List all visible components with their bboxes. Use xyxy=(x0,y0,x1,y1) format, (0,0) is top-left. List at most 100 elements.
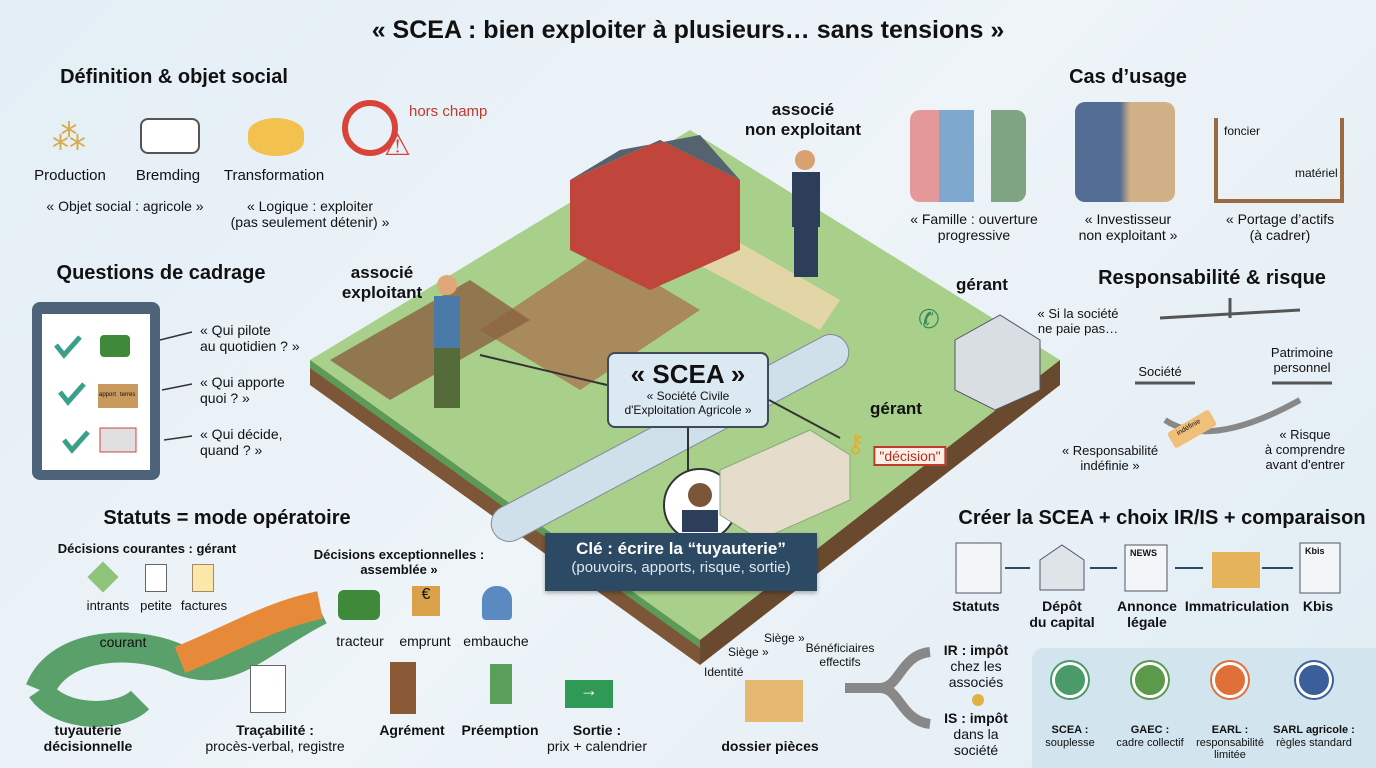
q1-l2: au quotidien ? » xyxy=(200,338,300,355)
badge-2-icon xyxy=(1212,662,1248,698)
ir-l3: associés xyxy=(948,674,1004,691)
newspaper-icon xyxy=(1124,544,1168,592)
badge-0-label: SCEA :souplesse xyxy=(1045,724,1095,749)
bank-icon xyxy=(954,314,1041,411)
item-transformation: Transformation xyxy=(223,167,325,184)
badge-desc: cadre collectif xyxy=(1116,736,1184,749)
folder-icon xyxy=(1212,552,1260,588)
exceptional-l2: assemblée » xyxy=(360,561,438,577)
is-l3: société xyxy=(953,742,999,759)
badge-desc2: limitée xyxy=(1214,749,1246,762)
ane-l2: non exploitant xyxy=(744,119,862,139)
doc-siege-1: Siège » xyxy=(728,645,769,659)
news-label: NEWS xyxy=(1130,548,1157,558)
item-intrants: intrants xyxy=(86,598,130,613)
tag-icon xyxy=(1167,410,1217,448)
depot-l1: Dépôt xyxy=(1042,598,1082,614)
item-production: Production xyxy=(34,167,106,184)
coins-icon xyxy=(972,694,984,706)
badge-name: GAEC : xyxy=(1130,724,1170,736)
prohibited-bag-icon xyxy=(342,100,398,156)
benef-l2: effectifs xyxy=(819,654,861,669)
item-embauche: embauche xyxy=(463,633,529,649)
ae-l1: associé xyxy=(350,263,414,282)
document-icon xyxy=(145,564,167,592)
step-kbis: Kbis xyxy=(1302,598,1334,614)
tractor-icon xyxy=(338,590,380,620)
pipe-label-courant: courant xyxy=(99,634,147,650)
risk-heading: Responsabilité & risque xyxy=(1098,267,1326,289)
calendar-gavel-icon xyxy=(99,427,137,453)
kbis-icon-label: Kbis xyxy=(1305,546,1325,556)
boxes-icon xyxy=(98,384,138,408)
q2-l1: « Qui apporte xyxy=(200,374,285,390)
item-factures: factures xyxy=(180,598,228,613)
q2-l2: quoi ? » xyxy=(200,390,250,407)
family-l2: progressive xyxy=(937,227,1011,244)
exceptional-l1: Décisions exceptionnelles : xyxy=(313,547,485,562)
badge-0-icon xyxy=(1052,662,1088,698)
page-title: « SCEA : bien exploiter à plusieurs… san… xyxy=(371,16,1005,44)
badge-desc: responsabilité xyxy=(1196,736,1264,749)
assets-l1: « Portage d’actifs xyxy=(1225,211,1335,227)
key-banner: Clé : écrire la “tuyauterie” (pouvoirs, … xyxy=(545,533,817,591)
usage-heading: Cas d’usage xyxy=(1069,66,1187,88)
quote-logique-l1: « Logique : exploiter xyxy=(246,198,374,214)
gerant-label-1: gérant xyxy=(956,275,1008,294)
ir-l1: IR : impôt xyxy=(943,642,1009,658)
q1-l1: « Qui pilote xyxy=(200,322,271,338)
risk-l3: avant d'entrer xyxy=(1265,456,1345,472)
office-icon xyxy=(719,429,851,541)
materiel-label: matériel xyxy=(1295,166,1338,180)
exit-sign-icon: → xyxy=(565,680,613,708)
step-statuts: Statuts xyxy=(952,598,1000,614)
scea-sub-l2: d'Exploitation Agricole » xyxy=(624,402,752,417)
key-banner-title: Clé : écrire la “tuyauterie” xyxy=(576,539,786,558)
statuts-heading: Statuts = mode opératoire xyxy=(103,507,351,529)
ae-l2: exploitant xyxy=(341,282,423,302)
badge-name: SARL agricole : xyxy=(1273,724,1355,736)
hors-champ-label: hors champ xyxy=(409,103,488,120)
preemption-label: Préemption xyxy=(461,722,539,738)
q3-l2: quand ? » xyxy=(200,442,263,459)
quote-logique-l2: (pas seulement détenir) » xyxy=(230,214,390,231)
tracabilite: Traçabilité :procès-verbal, registre xyxy=(205,722,344,754)
family-handover-icon xyxy=(910,110,1026,202)
resp-l1: « Responsabilité xyxy=(1061,443,1159,458)
is-l2: dans la xyxy=(953,726,999,743)
question-decide: « Qui décide,quand ? » xyxy=(200,426,283,458)
agrement-label: Agrément xyxy=(379,722,445,738)
questions-heading: Questions de cadrage xyxy=(56,262,266,284)
orange-pipe-icon xyxy=(174,591,323,673)
key-icon: ⚷ xyxy=(846,428,866,458)
box-label-terres: terres xyxy=(120,392,136,398)
usage-assets: « Portage d’actifs(à cadrer) xyxy=(1226,211,1334,243)
ane-l1: associé xyxy=(771,100,835,119)
bank-deposit-icon xyxy=(1039,544,1085,591)
tractor-icon xyxy=(100,335,130,357)
decision-tag: "décision" xyxy=(873,446,947,467)
family-l1: « Famille : ouverture xyxy=(910,211,1038,227)
loan-icon: € xyxy=(412,586,440,616)
ir-l2: chez les xyxy=(950,658,1002,675)
q3-l1: « Qui décide, xyxy=(200,426,283,442)
annonce-l2: légale xyxy=(1127,614,1167,631)
risk-l1: « Risque xyxy=(1279,427,1331,442)
shelves-icon xyxy=(1214,118,1344,203)
badge-desc: règles standard xyxy=(1276,736,1352,749)
badge-name: EARL : xyxy=(1211,724,1249,736)
benef-l1: Bénéficiaires xyxy=(805,641,875,655)
foncier-label: foncier xyxy=(1224,124,1261,138)
phone-icon: ✆ xyxy=(918,304,940,334)
fork-icon xyxy=(845,647,932,729)
